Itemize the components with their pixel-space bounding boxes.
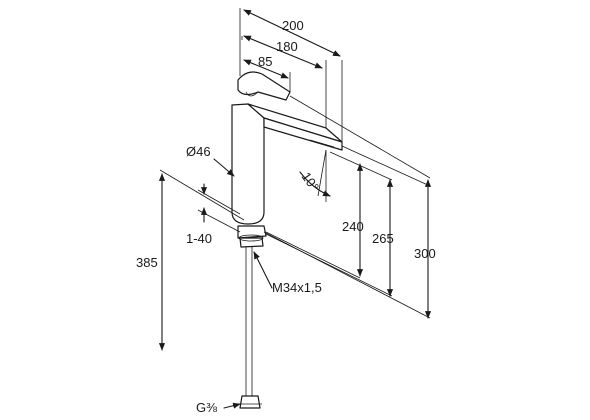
faucet-outline bbox=[231, 71, 343, 409]
spout-front bbox=[263, 117, 343, 151]
diameter-callout: Ø46 bbox=[186, 144, 235, 177]
dim-240: 240 bbox=[342, 219, 364, 234]
dim-300: 300 bbox=[414, 246, 436, 261]
lever-base bbox=[245, 91, 259, 97]
mounting-nut bbox=[239, 237, 264, 248]
thread-callout: M34x1,5 bbox=[253, 251, 322, 295]
hose-fitting bbox=[239, 395, 261, 409]
nut-edge bbox=[238, 234, 264, 242]
dim-180: 180 bbox=[276, 39, 298, 54]
faucet-body bbox=[231, 103, 265, 225]
aerator bbox=[309, 139, 335, 148]
dim-connection: G⅜ bbox=[196, 400, 217, 415]
dim-line-85 bbox=[243, 59, 289, 79]
dim-385: 385 bbox=[136, 255, 158, 270]
dim-thread: M34x1,5 bbox=[272, 280, 322, 295]
dim-diameter: Ø46 bbox=[186, 144, 211, 159]
dim-thickness: 1-40 bbox=[186, 231, 212, 246]
left-dimensions: 385 1-40 bbox=[136, 169, 245, 351]
dim-line-200 bbox=[243, 9, 341, 57]
angle-callout: 10° bbox=[299, 149, 331, 202]
connection-callout: G⅜ bbox=[196, 400, 241, 415]
dim-line-180 bbox=[243, 35, 323, 69]
dim-85: 85 bbox=[258, 54, 272, 69]
height-dimensions: 240 265 300 bbox=[263, 95, 436, 319]
dim-265: 265 bbox=[372, 231, 394, 246]
dim-200: 200 bbox=[282, 18, 304, 33]
